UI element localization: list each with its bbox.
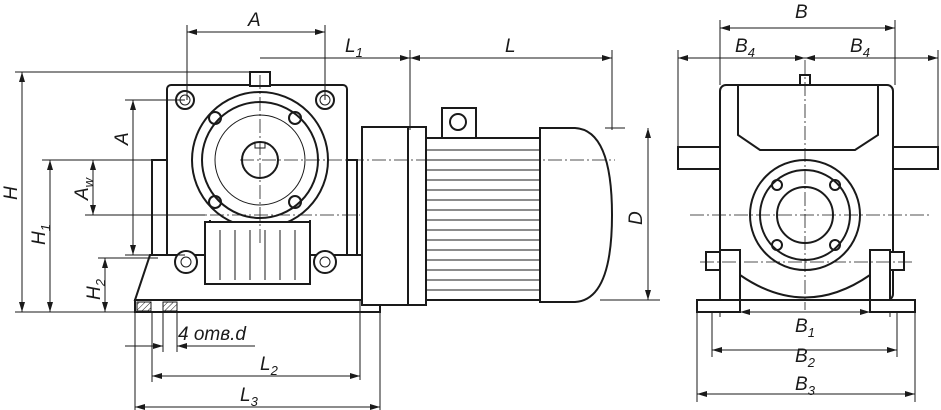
dim-label-H: H: [1, 186, 22, 200]
dim-label-D: D: [626, 211, 647, 225]
dim-label-H1: H1: [29, 224, 53, 245]
gearbox-housing: [133, 71, 382, 313]
side-dimensions: B B4 B4 B1 B2 B3: [677, 2, 939, 402]
dim-label-B2: B2: [795, 346, 816, 370]
motor: [361, 107, 614, 306]
dim-label-H2: H2: [84, 278, 108, 300]
dim-label-B3: B3: [795, 374, 816, 398]
side-view: [677, 60, 939, 313]
dim-label-B: B: [795, 2, 808, 23]
dim-label-L2: L2: [260, 354, 279, 378]
dim-label-L3: L3: [240, 385, 259, 409]
dim-label-A-top: A: [247, 10, 261, 31]
dim-label-A-side: A: [112, 132, 133, 146]
dim-label-holes: 4 отв.d: [178, 324, 247, 345]
dim-label-B4-right: B4: [850, 36, 870, 60]
dim-label-L1: L1: [345, 36, 363, 60]
dim-label-L: L: [505, 36, 516, 57]
front-dimensions: A L1 L H H1 Aw A H2 D 4 отв.d L2 L3: [1, 10, 660, 410]
dim-label-Aw: Aw: [72, 176, 96, 201]
front-view: [100, 71, 615, 313]
dim-label-B1: B1: [795, 316, 815, 340]
dim-label-B4-left: B4: [735, 36, 755, 60]
